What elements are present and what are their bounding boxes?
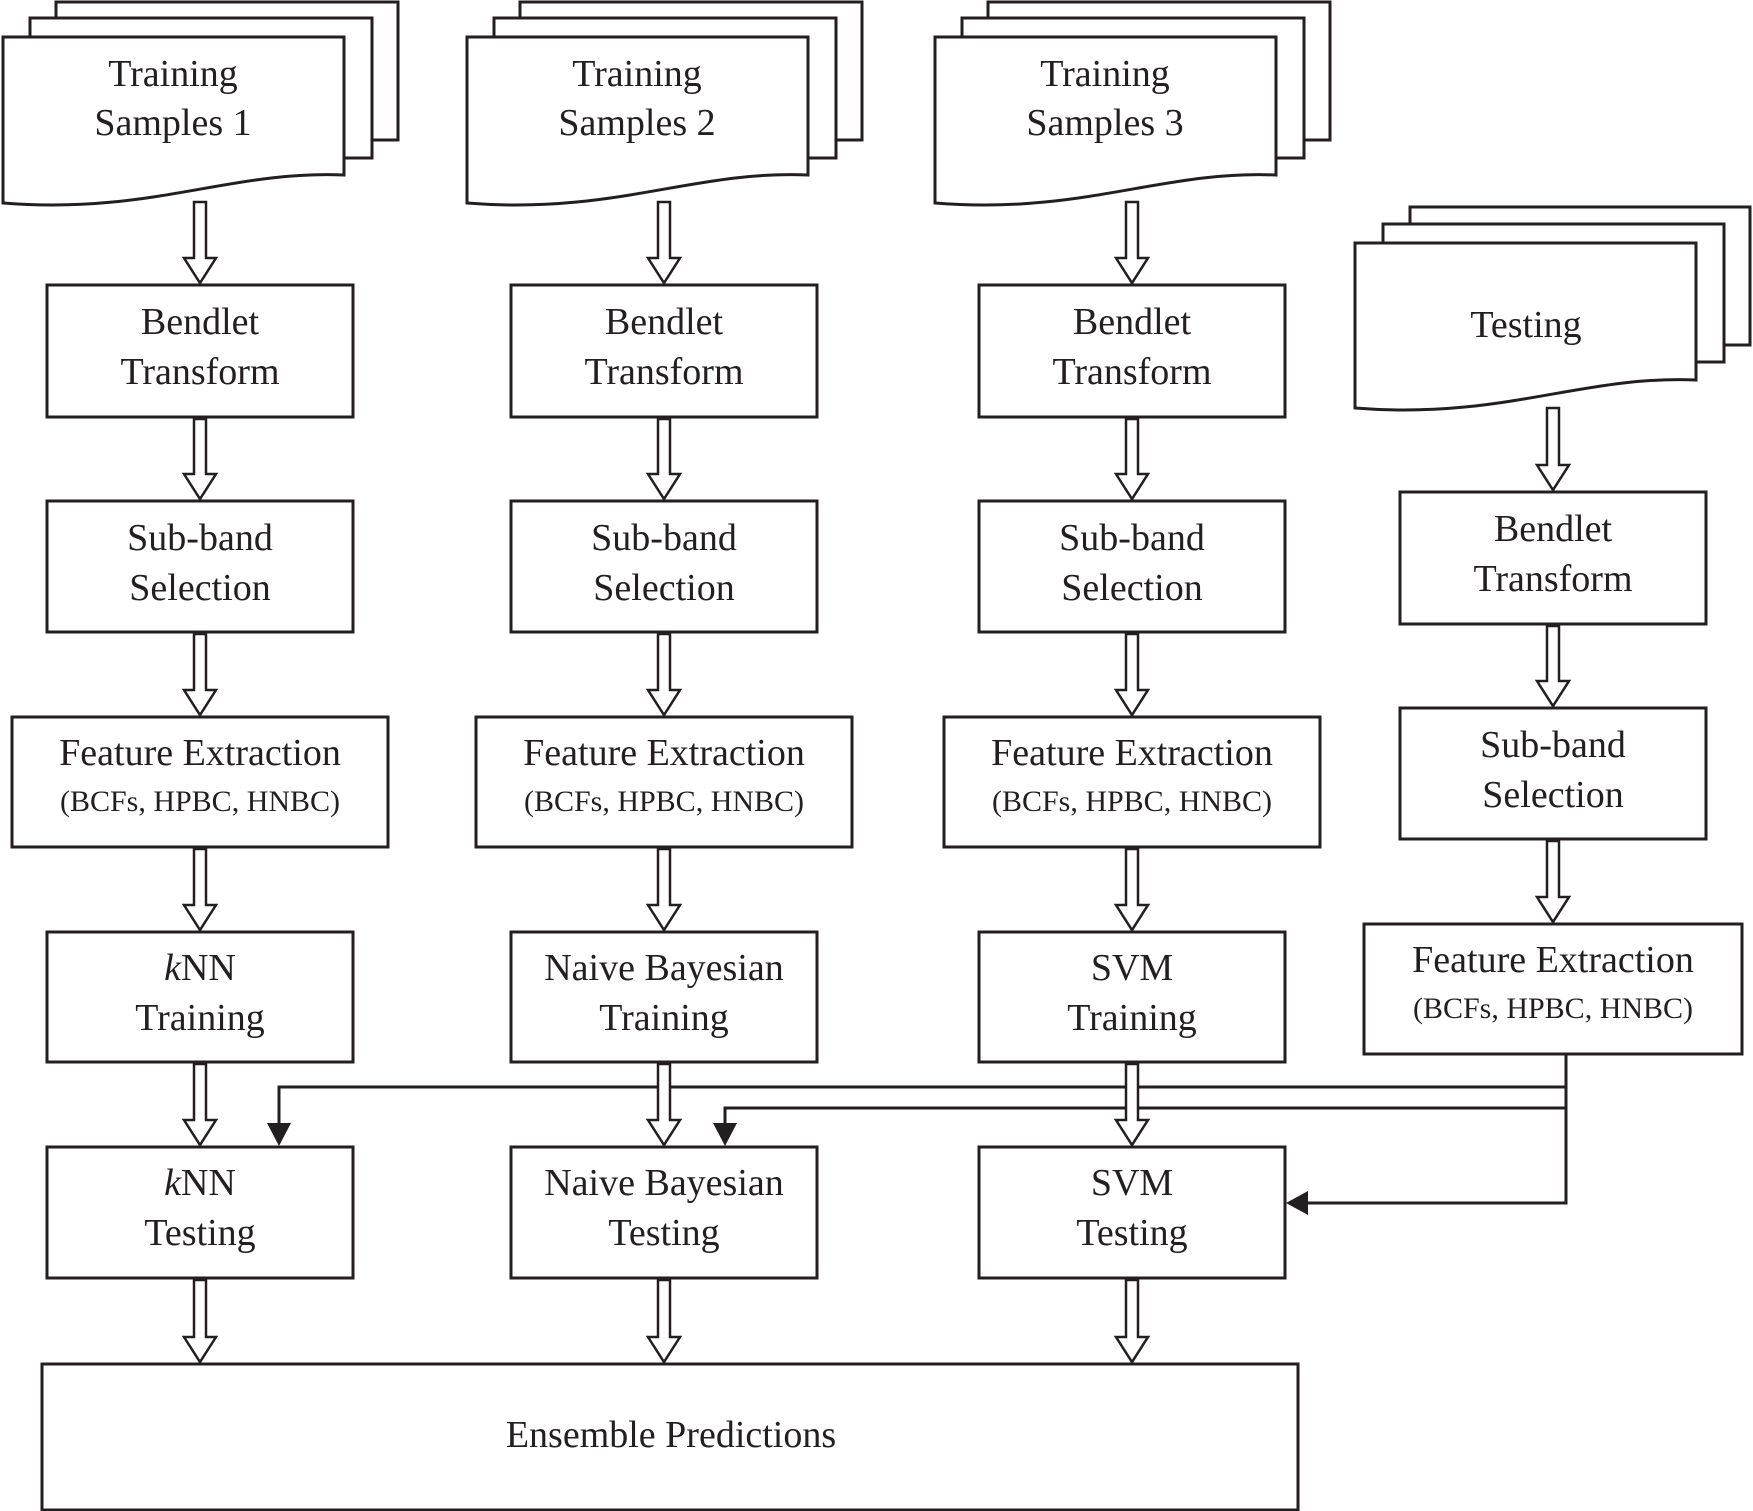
- box-ensemble-predictions: Ensemble Predictions: [40, 1362, 1300, 1511]
- box-feature-extraction-1: Feature Extraction (BCFs, HPBC, HNBC): [10, 715, 390, 849]
- box-label-line1: Sub-band: [127, 517, 273, 559]
- doc-label-line1: Training: [108, 53, 238, 95]
- box-label-line2: Selection: [129, 567, 270, 609]
- flow-arrow: [1113, 417, 1151, 502]
- box-label-line1: Feature Extraction: [523, 732, 805, 774]
- flow-arrow: [1534, 624, 1572, 709]
- flow-arrow: [1113, 1062, 1151, 1148]
- box-label-line2: Selection: [1482, 774, 1623, 816]
- flow-arrows: [181, 200, 1572, 1365]
- box-label-line2: Transform: [584, 351, 743, 393]
- box-label-line1: Bendlet: [605, 301, 724, 343]
- box-label-line1: Sub-band: [1059, 517, 1205, 559]
- box-label-line2: Selection: [593, 567, 734, 609]
- flow-arrow: [645, 632, 683, 718]
- doc-label-line2: Samples 2: [558, 102, 715, 144]
- flow-arrow: [645, 1278, 683, 1365]
- box-knn-testing: kNN Testing: [45, 1145, 355, 1280]
- doc-training-samples-2: Training Samples 2: [465, 0, 864, 207]
- box-bendlet-transform-1: Bendlet Transform: [45, 283, 355, 419]
- box-label-line2: Testing: [144, 1212, 255, 1254]
- flow-arrow: [1113, 1278, 1151, 1365]
- box-subband-selection-2: Sub-band Selection: [509, 499, 819, 634]
- box-bendlet-transform-3: Bendlet Transform: [977, 283, 1287, 419]
- doc-label-line1: Training: [1040, 53, 1170, 95]
- box-label-line1: kNN: [164, 947, 236, 989]
- box-label-line2: Selection: [1061, 567, 1202, 609]
- doc-training-samples-1: Training Samples 1: [1, 0, 400, 207]
- flow-arrow: [1113, 632, 1151, 718]
- flow-arrow: [645, 847, 683, 933]
- box-bendlet-transform-2: Bendlet Transform: [509, 283, 819, 419]
- box-svm-training: SVM Training: [977, 930, 1287, 1064]
- box-label-line2: Testing: [608, 1212, 719, 1254]
- box-label-line2: (BCFs, HPBC, HNBC): [1413, 992, 1693, 1025]
- box-subband-selection-4: Sub-band Selection: [1398, 706, 1708, 841]
- box-naive-bayesian-training: Naive Bayesian Training: [509, 930, 819, 1064]
- box-label-line1: Bendlet: [141, 301, 260, 343]
- box-label-line1: Bendlet: [1494, 508, 1613, 550]
- connector-testing-to-svm: [1286, 1052, 1568, 1215]
- flow-arrow: [1534, 406, 1572, 493]
- box-label-line2: (BCFs, HPBC, HNBC): [992, 785, 1272, 818]
- connector-testing-to-naive-bayes: [713, 1106, 1566, 1146]
- box-subband-selection-1: Sub-band Selection: [45, 499, 355, 634]
- flow-arrow: [181, 1278, 219, 1365]
- box-label-line2: Testing: [1076, 1212, 1187, 1254]
- box-label-line2: (BCFs, HPBC, HNBC): [524, 785, 804, 818]
- box-label-line1: Bendlet: [1073, 301, 1192, 343]
- flow-arrow: [645, 1062, 683, 1148]
- box-label-line2: Training: [135, 997, 265, 1039]
- box-label-line2: Transform: [1052, 351, 1211, 393]
- box-label-line1: Ensemble Predictions: [506, 1414, 836, 1456]
- doc-label-line1: Testing: [1470, 304, 1581, 346]
- box-label-line1: Naive Bayesian: [544, 947, 784, 989]
- box-label-line2: (BCFs, HPBC, HNBC): [60, 785, 340, 818]
- box-feature-extraction-2: Feature Extraction (BCFs, HPBC, HNBC): [474, 715, 854, 849]
- box-label-line1: Feature Extraction: [59, 732, 341, 774]
- flow-arrow: [181, 417, 219, 502]
- box-label-line1: Feature Extraction: [991, 732, 1273, 774]
- box-label-line1: SVM: [1091, 947, 1173, 989]
- box-label-line2: Transform: [120, 351, 279, 393]
- flow-arrow: [1534, 839, 1572, 925]
- box-label-line1: Sub-band: [591, 517, 737, 559]
- connector-testing-to-knn: [267, 1085, 1566, 1146]
- doc-label-line2: Samples 1: [94, 102, 251, 144]
- box-label-line2: Training: [1067, 997, 1197, 1039]
- flow-arrow: [181, 632, 219, 718]
- box-feature-extraction-3: Feature Extraction (BCFs, HPBC, HNBC): [942, 715, 1322, 849]
- box-label-line1: SVM: [1091, 1162, 1173, 1204]
- box-label-line1: kNN: [164, 1162, 236, 1204]
- box-label-line1: Naive Bayesian: [544, 1162, 784, 1204]
- doc-testing: Testing: [1353, 205, 1752, 412]
- doc-training-samples-3: Training Samples 3: [933, 0, 1332, 207]
- box-bendlet-transform-4: Bendlet Transform: [1398, 490, 1708, 626]
- flow-arrow: [181, 200, 219, 286]
- box-svm-testing: SVM Testing: [977, 1145, 1287, 1280]
- flow-arrow: [645, 200, 683, 286]
- box-naive-bayesian-testing: Naive Bayesian Testing: [509, 1145, 819, 1280]
- flow-arrow: [645, 417, 683, 502]
- doc-label-line2: Samples 3: [1026, 102, 1183, 144]
- flow-arrow: [1113, 200, 1151, 286]
- doc-label-line1: Training: [572, 53, 702, 95]
- box-label-line1: Sub-band: [1480, 724, 1626, 766]
- flow-arrow: [181, 847, 219, 933]
- flow-arrow: [181, 1062, 219, 1148]
- box-subband-selection-3: Sub-band Selection: [977, 499, 1287, 634]
- flow-arrow: [1113, 847, 1151, 933]
- box-feature-extraction-4: Feature Extraction (BCFs, HPBC, HNBC): [1362, 922, 1744, 1056]
- box-label-line2: Transform: [1473, 558, 1632, 600]
- box-label-line2: Training: [599, 997, 729, 1039]
- box-knn-training: kNN Training: [45, 930, 355, 1064]
- box-label-line1: Feature Extraction: [1412, 939, 1694, 981]
